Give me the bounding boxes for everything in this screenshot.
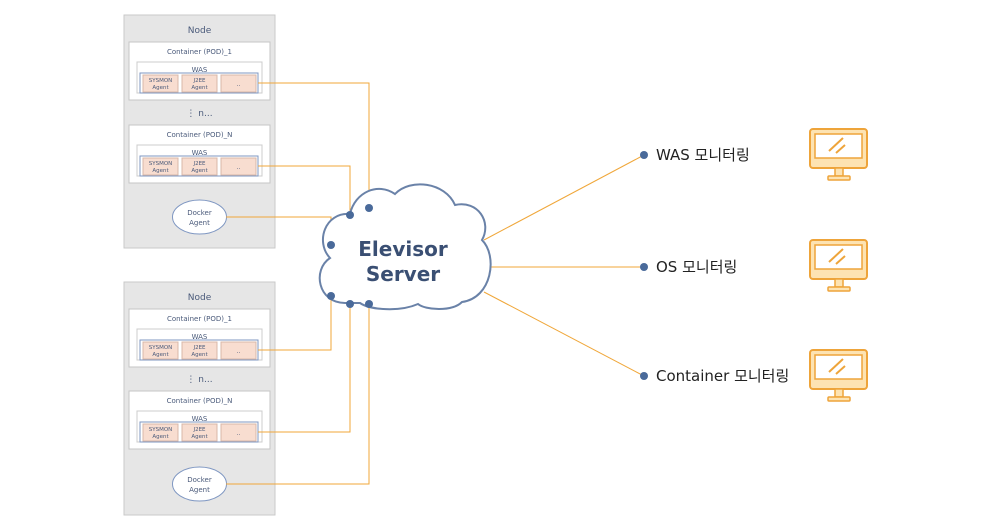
svg-text:Agent: Agent bbox=[152, 352, 169, 358]
sysmon-agent bbox=[142, 341, 179, 360]
j2ee-agent bbox=[181, 157, 218, 176]
svg-text:..: .. bbox=[237, 348, 241, 355]
j2ee-agent bbox=[181, 74, 218, 93]
svg-text:J2EE: J2EE bbox=[192, 161, 206, 167]
node-title: Node bbox=[188, 26, 212, 36]
svg-text:Agent: Agent bbox=[152, 85, 169, 91]
svg-text:SYSMON: SYSMON bbox=[149, 345, 173, 351]
svg-text:..: .. bbox=[237, 81, 241, 88]
node-title: Node bbox=[188, 293, 212, 303]
sysmon-agent bbox=[142, 74, 179, 93]
container-box: Container (POD)_N WAS SYSMON Agent J2EE … bbox=[128, 390, 271, 450]
svg-text:Agent: Agent bbox=[189, 219, 210, 227]
elevisor-server-cloud: Elevisor Server bbox=[318, 183, 492, 311]
was-label: WAS bbox=[192, 66, 208, 74]
monitor-icon bbox=[809, 239, 868, 292]
svg-text:Agent: Agent bbox=[152, 434, 169, 440]
server-title-line1: Elevisor bbox=[358, 237, 448, 261]
svg-text:Agent: Agent bbox=[191, 434, 208, 440]
svg-text:Agent: Agent bbox=[152, 168, 169, 174]
more-agents bbox=[220, 423, 257, 442]
j2ee-agent bbox=[181, 423, 218, 442]
container-monitoring-label: Container 모니터링 bbox=[656, 367, 789, 385]
ellipsis-label: ⋮ n... bbox=[186, 375, 212, 385]
more-agents bbox=[220, 74, 257, 93]
container-box: Container (POD)_1 WAS SYSMON Agent J2EE … bbox=[128, 308, 271, 368]
docker-agent: Docker Agent bbox=[172, 466, 227, 502]
container-box: Container (POD)_N WAS SYSMON Agent J2EE … bbox=[128, 124, 271, 184]
ellipsis-label: ⋮ n... bbox=[186, 109, 212, 119]
node-box: Node Container (POD)_1 WAS SYSMON Agent … bbox=[123, 14, 276, 249]
was-label: WAS bbox=[192, 149, 208, 157]
sysmon-agent bbox=[142, 157, 179, 176]
svg-text:Agent: Agent bbox=[191, 168, 208, 174]
sysmon-agent bbox=[142, 423, 179, 442]
docker-agent: Docker Agent bbox=[172, 199, 227, 235]
container-title: Container (POD)_1 bbox=[167, 315, 232, 323]
svg-text:SYSMON: SYSMON bbox=[149, 161, 173, 167]
svg-text:J2EE: J2EE bbox=[192, 427, 206, 433]
container-box: Container (POD)_1 WAS SYSMON Agent J2EE … bbox=[128, 41, 271, 101]
more-agents bbox=[220, 341, 257, 360]
svg-text:..: .. bbox=[237, 430, 241, 437]
svg-text:J2EE: J2EE bbox=[192, 78, 206, 84]
svg-text:Docker: Docker bbox=[187, 476, 212, 484]
monitor-icon bbox=[809, 128, 868, 181]
container-title: Container (POD)_N bbox=[167, 397, 233, 405]
svg-text:J2EE: J2EE bbox=[192, 345, 206, 351]
svg-text:..: .. bbox=[237, 164, 241, 171]
more-agents bbox=[220, 157, 257, 176]
was-monitoring-label: WAS 모니터링 bbox=[656, 146, 750, 164]
os-monitoring-label: OS 모니터링 bbox=[656, 258, 737, 276]
node-box: Node Container (POD)_1 WAS SYSMON Agent … bbox=[123, 281, 276, 516]
was-label: WAS bbox=[192, 333, 208, 341]
was-label: WAS bbox=[192, 415, 208, 423]
svg-text:SYSMON: SYSMON bbox=[149, 78, 173, 84]
connection-dots bbox=[327, 151, 648, 380]
svg-text:Agent: Agent bbox=[189, 486, 210, 494]
server-title-line2: Server bbox=[366, 262, 440, 286]
svg-text:SYSMON: SYSMON bbox=[149, 427, 173, 433]
container-title: Container (POD)_N bbox=[167, 131, 233, 139]
svg-text:Docker: Docker bbox=[187, 209, 212, 217]
svg-text:Agent: Agent bbox=[191, 85, 208, 91]
svg-text:Agent: Agent bbox=[191, 352, 208, 358]
j2ee-agent bbox=[181, 341, 218, 360]
container-title: Container (POD)_1 bbox=[167, 48, 232, 56]
monitor-icon bbox=[809, 349, 868, 402]
